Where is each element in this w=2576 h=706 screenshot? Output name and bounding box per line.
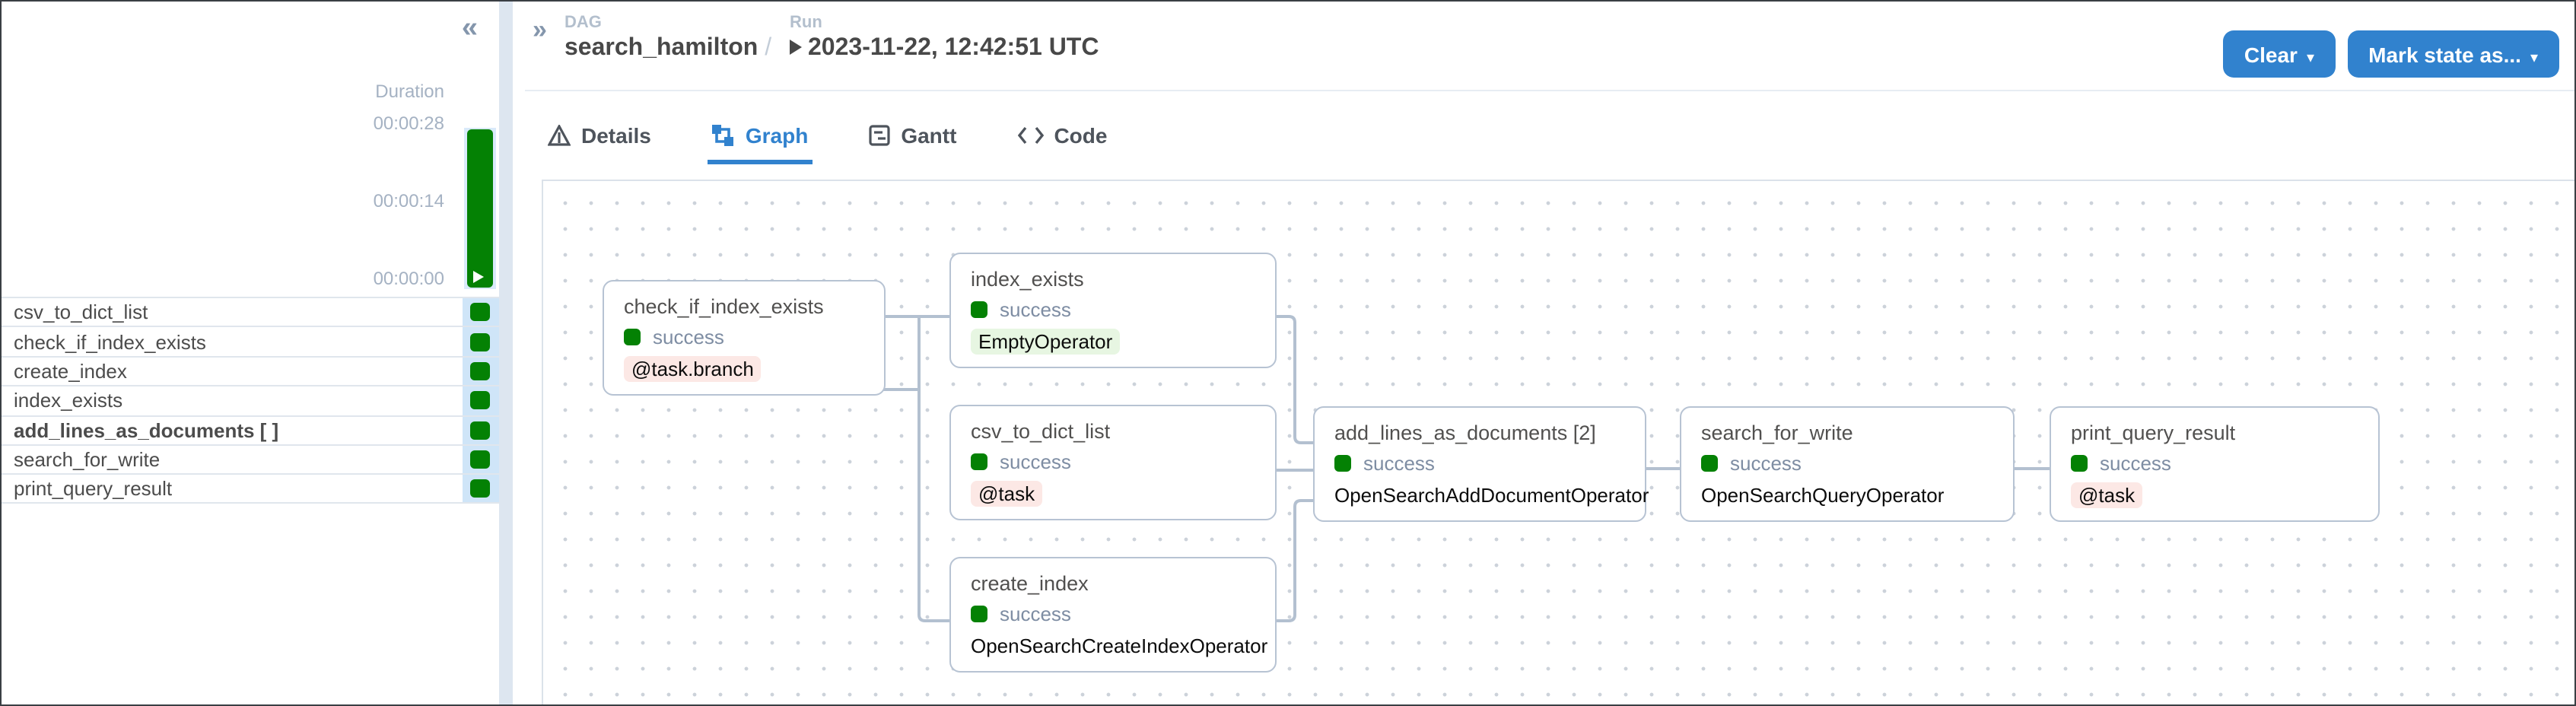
operator-badge: EmptyOperator xyxy=(971,329,1121,355)
main-panel: » DAG search_hamilton / Run 2023-11-22, … xyxy=(513,2,2574,704)
status-text: success xyxy=(1000,603,1071,625)
node-title: check_if_index_exists xyxy=(624,295,824,318)
toggle-grid-icon[interactable]: » xyxy=(533,15,547,44)
task-row[interactable]: create_index xyxy=(2,355,499,386)
task-name: search_for_write xyxy=(14,448,161,472)
operator-badge: OpenSearchAddDocumentOperator xyxy=(1334,484,1649,507)
status-square-success xyxy=(971,606,987,622)
tab-details[interactable]: Details xyxy=(543,111,656,164)
tab-bar: Details Graph Gantt xyxy=(543,111,1111,164)
header-divider xyxy=(525,90,2574,91)
edge-check-to-create-index xyxy=(918,316,949,622)
status-text: success xyxy=(1000,450,1071,473)
node-title: create_index xyxy=(971,572,1089,595)
node-status-row: success xyxy=(971,298,1255,321)
mark-state-as-button[interactable]: Mark state as...▾ xyxy=(2347,30,2559,78)
grid-panel: « Duration 00:00:28 00:00:14 00:00:00 cs… xyxy=(2,2,499,704)
gantt-icon xyxy=(869,125,890,146)
node-status-row: success xyxy=(2071,452,2358,475)
task-name: add_lines_as_documents [ ] xyxy=(14,418,279,442)
node-title: add_lines_as_documents [2] xyxy=(1334,421,1596,444)
task-status-square-success[interactable] xyxy=(470,391,490,410)
graph-canvas[interactable]: Layout: Left -> Right ⌄ check_if_index_e… xyxy=(542,180,2574,704)
duration-tick: 00:00:28 xyxy=(373,113,444,134)
task-name: create_index xyxy=(14,359,127,383)
node-status-row: success xyxy=(971,450,1255,473)
breadcrumb-separator: / xyxy=(758,35,772,61)
node-title: print_query_result xyxy=(2071,421,2236,444)
status-square-success xyxy=(2071,455,2088,472)
task-status-square-success[interactable] xyxy=(470,332,490,351)
edge-create-index-to-add-lines xyxy=(1277,499,1313,622)
task-name: csv_to_dict_list xyxy=(14,301,148,324)
task-row[interactable]: index_exists xyxy=(2,385,499,415)
caret-down-icon: ▾ xyxy=(2530,49,2538,66)
dag-run-duration-bar[interactable] xyxy=(467,129,493,288)
operator-badge: OpenSearchQueryOperator xyxy=(1701,484,1945,507)
status-square-success xyxy=(971,301,987,318)
task-row[interactable]: print_query_result xyxy=(2,473,499,504)
breadcrumb-run-value[interactable]: 2023-11-22, 12:42:51 UTC xyxy=(790,35,1099,62)
breadcrumb-run-label: Run xyxy=(790,14,822,32)
node-title: csv_to_dict_list xyxy=(971,420,1111,443)
status-square-success xyxy=(1334,455,1351,472)
node-status-row: success xyxy=(971,603,1255,625)
status-text: success xyxy=(1730,452,1802,475)
task-status-square-success[interactable] xyxy=(470,450,490,469)
breadcrumb-dag-name[interactable]: search_hamilton / xyxy=(564,35,772,61)
status-text: success xyxy=(2100,452,2171,475)
breadcrumb-dag-label: DAG xyxy=(564,14,602,32)
tab-code[interactable]: Code xyxy=(1013,111,1111,164)
task-name: check_if_index_exists xyxy=(14,330,206,354)
edge-index-exists-to-add-lines xyxy=(1277,315,1313,444)
node-title: search_for_write xyxy=(1701,421,1853,444)
caret-down-icon: ▾ xyxy=(2306,49,2314,66)
collapse-grid-icon[interactable]: « xyxy=(461,12,478,44)
status-text: success xyxy=(653,326,724,348)
task-row[interactable]: csv_to_dict_list xyxy=(2,297,499,326)
status-text: success xyxy=(1000,298,1071,321)
task-name: print_query_result xyxy=(14,477,173,501)
code-icon xyxy=(1017,126,1044,145)
node-title: index_exists xyxy=(971,268,1084,291)
operator-badge: @task.branch xyxy=(624,356,762,382)
graph-icon xyxy=(711,124,733,145)
task-name: index_exists xyxy=(14,389,123,412)
task-row[interactable]: check_if_index_exists xyxy=(2,326,499,356)
operator-badge: @task xyxy=(2071,482,2143,508)
run-play-icon xyxy=(473,271,484,283)
tab-gantt[interactable]: Gantt xyxy=(864,111,961,164)
node-status-row: success xyxy=(624,326,864,348)
clear-button[interactable]: Clear▾ xyxy=(2222,30,2336,78)
operator-badge: OpenSearchCreateIndexOperator xyxy=(971,634,1268,657)
operator-badge: @task xyxy=(971,481,1043,507)
tab-graph[interactable]: Graph xyxy=(707,111,813,164)
task-row[interactable]: search_for_write xyxy=(2,444,499,474)
run-triangle-icon xyxy=(790,40,802,55)
panel-resize-handle[interactable] xyxy=(499,2,513,704)
task-status-square-success[interactable] xyxy=(470,479,490,498)
task-status-square-success[interactable] xyxy=(470,421,490,440)
node-status-row: success xyxy=(1701,452,1993,475)
task-status-square-success[interactable] xyxy=(470,303,490,322)
details-icon xyxy=(548,125,571,146)
duration-tick: 00:00:00 xyxy=(373,268,444,289)
duration-axis-label: Duration xyxy=(375,81,444,102)
status-square-success xyxy=(624,329,641,345)
status-square-success xyxy=(1701,455,1718,472)
task-status-square-success[interactable] xyxy=(470,361,490,380)
status-square-success xyxy=(971,453,987,470)
task-row[interactable]: add_lines_as_documents [ ] xyxy=(2,415,499,444)
status-text: success xyxy=(1363,452,1435,475)
node-status-row: success xyxy=(1334,452,1625,475)
duration-tick: 00:00:14 xyxy=(373,190,444,211)
